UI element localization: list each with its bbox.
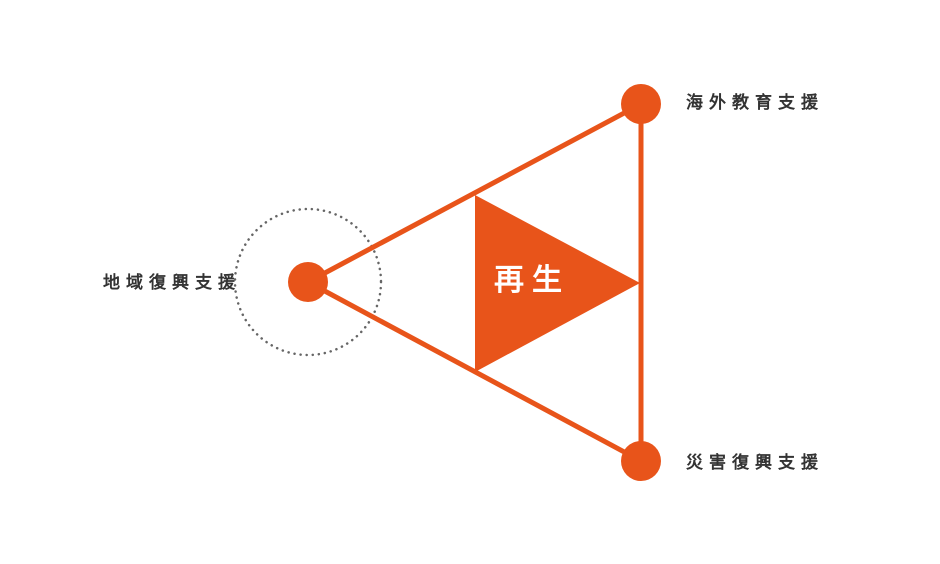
center-triangle [475,195,640,372]
node-label-bottom: 災害復興支援 [686,453,824,473]
node-left [288,262,328,302]
node-top [621,84,661,124]
center-label: 再生 [494,263,570,298]
dotted-highlight-ring [233,207,383,357]
node-bottom [621,441,661,481]
edge-left-bottom [306,279,643,464]
node-label-top: 海外教育支援 [686,93,824,113]
edge-left-top [306,101,643,285]
node-label-left: 地域復興支援 [103,273,241,293]
